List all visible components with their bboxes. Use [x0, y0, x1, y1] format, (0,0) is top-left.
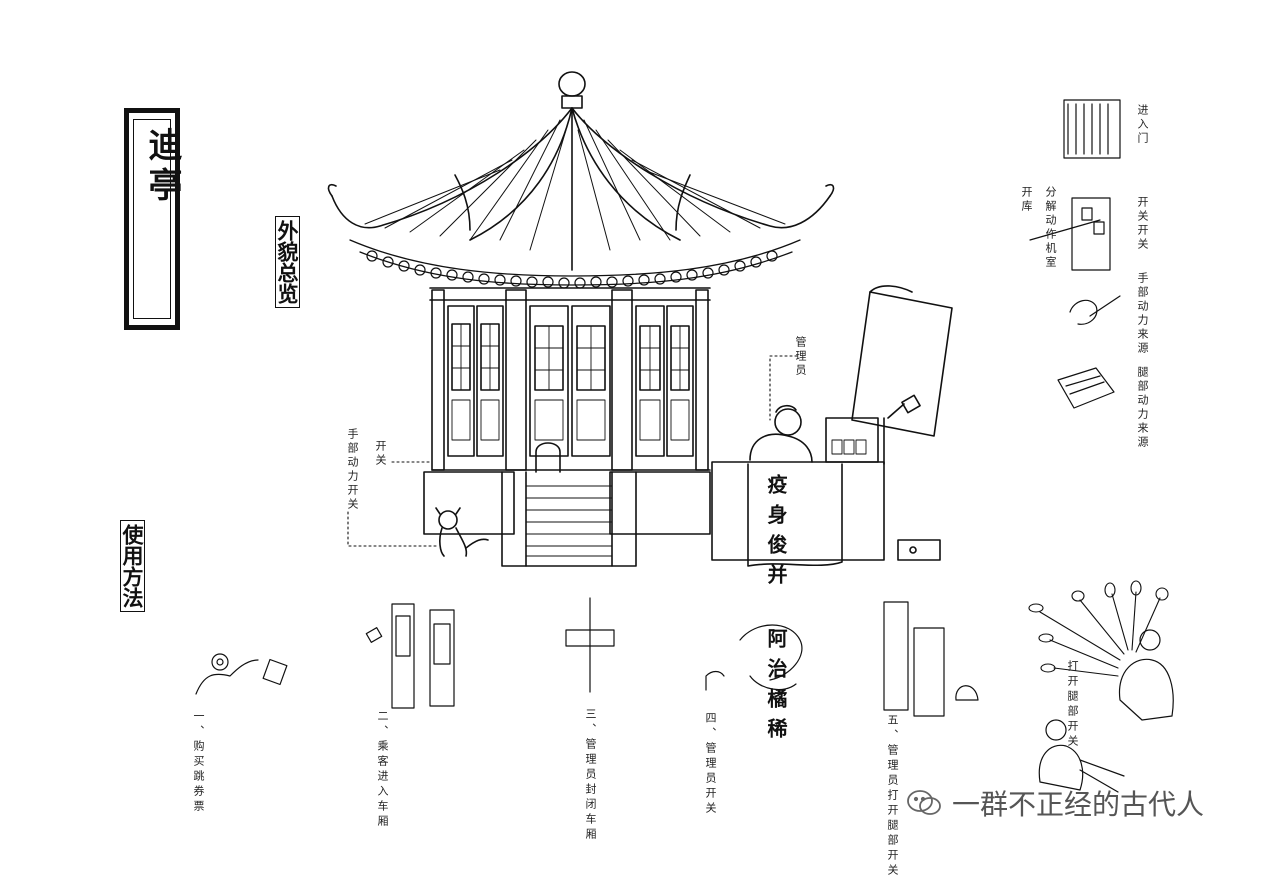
ticket-booth: [711, 285, 953, 567]
leader-lines: [347, 355, 798, 547]
label-right-storage: 开库: [1020, 186, 1033, 214]
label-right-top: 进入门: [1136, 104, 1149, 146]
step-caption-3: 三、管理员封闭车厢: [584, 708, 597, 843]
step-caption-1: 一、购买跳券票: [192, 710, 205, 815]
watermark: 一群不正经的古代人: [906, 782, 1204, 824]
label-right-switch: 开关开关: [1136, 196, 1149, 252]
dog: [435, 507, 489, 557]
page-title: 迪亭: [142, 127, 182, 207]
section-overview: 外貌总览: [275, 216, 300, 308]
signboard-text: 疫身俊并 阿治橘稀: [764, 474, 788, 748]
step-diagrams: [195, 580, 1174, 793]
pavilion-body: [423, 287, 711, 567]
title-border: [133, 119, 171, 319]
label-right-leg: 腿部动力来源: [1136, 366, 1149, 450]
step-caption-4: 四、管理员开关: [704, 712, 717, 817]
pavilion-roof: [327, 71, 835, 289]
right-diagrams: [1029, 99, 1121, 409]
wechat-icon: [907, 790, 941, 815]
pavilion-illustration: [195, 71, 1174, 793]
title-box: 迪亭: [124, 108, 182, 330]
step-caption-2: 二、乘客进入车厢: [376, 710, 389, 830]
label-admin: 管理员: [794, 336, 807, 378]
step-caption-6: 打开腿部开关: [1066, 660, 1079, 750]
watermark-text: 一群不正经的古代人: [952, 788, 1205, 821]
label-right-motor: 分解动作机室: [1044, 186, 1057, 270]
label-right-hand: 手部动力来源: [1136, 272, 1149, 356]
label-dispatch-switch: 开关: [374, 440, 387, 468]
section-usage: 使用方法: [120, 520, 145, 612]
label-foot-switch: 手部动力开关: [346, 428, 359, 512]
step-caption-5: 五、管理员打开腿部开关: [886, 714, 899, 879]
